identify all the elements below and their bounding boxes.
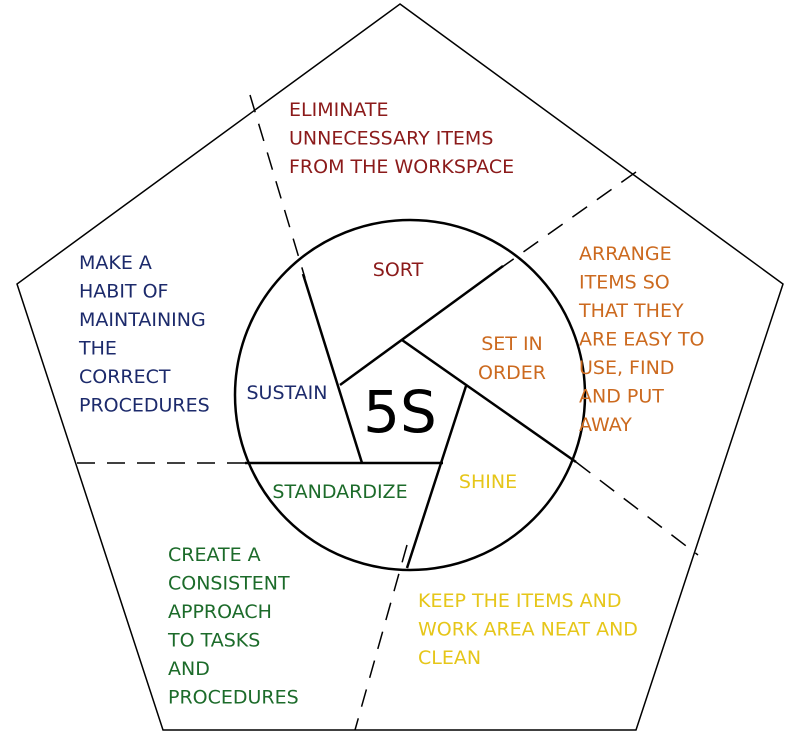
- standardize-description-line: PROCEDURES: [168, 687, 299, 709]
- sustain-description-line: CORRECT: [79, 366, 171, 388]
- standardize-description: CREATE A CONSISTENT APPROACH TO TASKS AND PRO…: [167, 544, 299, 709]
- divider-setinorder-shine: [575, 461, 699, 556]
- shutter-line-sustain: [301, 273, 364, 464]
- sort-description-line: UNNECESSARY ITEMS: [289, 128, 493, 150]
- sustain-description: MAKE A HABIT OF MAINTAINING THE CORRECT PROCE…: [78, 252, 210, 417]
- sustain-label-line: SUSTAIN: [247, 382, 328, 404]
- standardize-description-line: CREATE A: [168, 544, 261, 566]
- set-in-order-label-line: SET IN: [481, 333, 543, 355]
- outer-dividers: [77, 94, 699, 731]
- sustain-description-line: HABIT OF: [79, 281, 168, 303]
- set-in-order-description-line: ITEMS SO: [579, 272, 670, 294]
- shutter-line-sort: [339, 264, 504, 387]
- set-in-order-description-line: ARE EASY TO: [579, 329, 705, 351]
- inner-circle: [233, 218, 587, 572]
- shutter-lines: [245, 264, 577, 569]
- shine-label-line: SHINE: [459, 471, 517, 493]
- shine-description-line: KEEP THE ITEMS AND: [418, 590, 621, 612]
- shutter-line-shine: [405, 385, 468, 569]
- set-in-order-description-line: ARRANGE: [579, 243, 672, 265]
- set-in-order-label-line: ORDER: [478, 362, 546, 384]
- standardize-description-line: CONSISTENT: [168, 573, 290, 595]
- outer-pentagon: [16, 3, 784, 731]
- set-in-order-label: SET IN ORDER: [478, 333, 546, 384]
- sustain-description-line: PROCEDURES: [79, 395, 210, 417]
- standardize-description-line: APPROACH: [168, 601, 272, 623]
- sustain-description-line: THE: [78, 338, 117, 360]
- sort-label: SORT: [373, 259, 424, 281]
- standardize-description-line: TO TASKS: [167, 630, 260, 652]
- shine-label: SHINE: [459, 471, 517, 493]
- set-in-order-description-line: AWAY: [579, 414, 632, 436]
- center-title: 5S: [363, 378, 437, 446]
- divider-sort-sustain: [249, 94, 306, 279]
- sustain-label: SUSTAIN: [247, 382, 328, 404]
- sustain-description-line: MAINTAINING: [79, 309, 206, 331]
- set-in-order-description-line: THAT THEY: [578, 300, 684, 322]
- shutter-line-setinorder: [401, 338, 577, 464]
- set-in-order-description: ARRANGE ITEMS SO THAT THEY ARE EASY TO USE, …: [578, 243, 705, 436]
- set-in-order-description-line: USE, FIND: [579, 357, 674, 379]
- shine-description-line: CLEAN: [418, 647, 481, 669]
- set-in-order-description-line: AND PUT: [579, 386, 664, 408]
- sort-description: ELIMINATE UNNECESSARY ITEMS FROM THE WORKS…: [289, 99, 514, 178]
- standardize-label: STANDARDIZE: [272, 481, 407, 503]
- standardize-description-line: AND: [168, 658, 210, 680]
- shine-description: KEEP THE ITEMS AND WORK AREA NEAT AND CLEA…: [418, 590, 638, 669]
- shine-description-line: WORK AREA NEAT AND: [418, 619, 638, 641]
- sort-label-line: SORT: [373, 259, 424, 281]
- sort-description-line: FROM THE WORKSPACE: [289, 156, 514, 178]
- sustain-description-line: MAKE A: [79, 252, 152, 274]
- standardize-label-line: STANDARDIZE: [272, 481, 407, 503]
- divider-shine-standardize: [354, 544, 408, 731]
- sort-description-line: ELIMINATE: [289, 99, 389, 121]
